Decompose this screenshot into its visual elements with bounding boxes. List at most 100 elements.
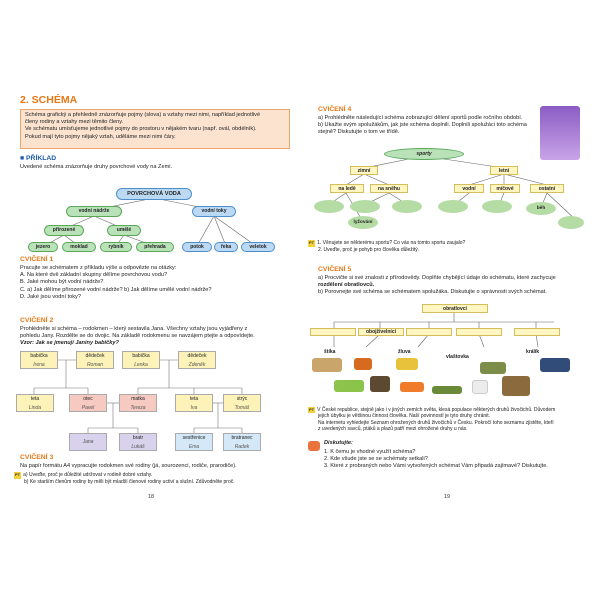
empty-box[interactable]	[406, 328, 452, 336]
exercise1-line: D. Jaké jsou vodní toky?	[20, 293, 81, 300]
other-sport-node: ostatní	[530, 184, 564, 193]
empty-box[interactable]	[310, 328, 356, 336]
discussion-icon	[308, 441, 320, 451]
sport-root-node: sporty	[384, 148, 464, 160]
squirrel-image	[354, 358, 372, 370]
member-role: bratranec	[231, 435, 253, 441]
leaf-pond: rybník	[100, 242, 132, 252]
natural-node: přirozené	[44, 225, 84, 236]
member-name: Iva	[190, 404, 198, 411]
fish-image	[312, 358, 342, 372]
discussion-list: 1. K čemu je vhodné využít schéma? 2. Kd…	[324, 449, 588, 471]
frog-image	[334, 380, 364, 392]
exercise1-line: A. Na které dvě základní skupiny dělíme …	[20, 272, 168, 279]
empty-ellipse[interactable]	[350, 200, 380, 213]
definition-line: Ve schématu umísťujeme jednotlivé pojmy …	[25, 126, 257, 133]
swallow-image	[540, 358, 570, 372]
exercise4-heading: CVIČENÍ 4	[318, 106, 352, 113]
pt-line: 2. Uveďte, proč je pohyb pro člověka důl…	[318, 246, 420, 253]
exercise1-line: C. a) Jak dělíme přirozené vodní nádrže?…	[20, 286, 212, 293]
member-role: sestřenice	[182, 435, 206, 441]
pt-badge-icon: PT	[14, 472, 22, 479]
leaf-brook: potok	[182, 242, 212, 252]
member-name: Jana	[82, 439, 94, 445]
family-tree-lines	[33, 359, 243, 433]
leaf-lake: jezero	[28, 242, 58, 252]
endangered-line: Na internetu vyhledejte Seznam ohroženýc…	[318, 419, 554, 426]
exercise2-line: pohledu Jany. Rozdělte se do dvojic. Na …	[20, 333, 255, 340]
member-name: Lukáš	[131, 443, 145, 450]
skater-image	[540, 106, 580, 160]
exercise5-line: rozdělení obratlovců.	[318, 282, 375, 289]
member-name: Lenka	[134, 361, 148, 368]
member-name: Pavel	[81, 404, 95, 411]
pt-line: a) Uveďte, proč je důležité udržovat v r…	[23, 472, 153, 478]
definition-line: členy rodiny a vztahy mezi těmito členy.	[25, 119, 124, 126]
lizard-image	[480, 362, 506, 374]
example-heading-text: PŘÍKLAD	[26, 155, 57, 162]
amphibian-box: obojživelníci	[358, 328, 404, 336]
leaf-dam: přehrada	[136, 242, 174, 252]
empty-ellipse[interactable]	[482, 200, 512, 213]
leaf-bigriver: veletok	[241, 242, 275, 252]
example-text: Uvedené schéma znázorňuje druhy povrchov…	[20, 164, 173, 170]
empty-ellipse[interactable]	[314, 200, 344, 213]
empty-ellipse[interactable]	[438, 200, 468, 213]
left-page: 2. SCHÉMA Schéma grafický a přehledně zn…	[14, 92, 298, 512]
member-name: Radek	[234, 443, 250, 450]
leaf-swamp: moklad	[62, 242, 96, 252]
pt-line: b) Ke starším členům rodiny by měli být …	[24, 478, 235, 485]
exercise5-text: a) Procvičte si své znalosti z přírodově…	[318, 275, 588, 297]
empty-box[interactable]	[514, 328, 560, 336]
endangered-line: jejich úbytku je většinou činnost člověk…	[318, 413, 491, 420]
member-name: Zdeněk	[188, 361, 206, 368]
member-role: matka	[131, 396, 145, 402]
empty-ellipse[interactable]	[392, 200, 422, 213]
snake-image	[432, 386, 462, 394]
discussion-item: 3. Které z probraných nebo Vámi vytvořen…	[324, 463, 548, 470]
run-ellipse: běh	[526, 202, 556, 215]
ball-sport-node: míčové	[490, 184, 520, 193]
exercise4-line: a) Prohlédněte následující schéma zobraz…	[318, 115, 523, 121]
exercise4-text: a) Prohlédněte následující schéma zobraz…	[318, 115, 538, 137]
section-title: 2. SCHÉMA	[20, 94, 78, 106]
exercise5-line: a) Procvičte si své znalosti z přírodově…	[318, 275, 556, 281]
rabbit-image	[472, 380, 488, 394]
member-role: teta	[30, 396, 40, 402]
vertebrate-root: obratlovci	[422, 304, 488, 313]
pt-badge-icon: PT	[308, 240, 316, 247]
vertebrate-lines	[333, 312, 554, 348]
page-number-left: 18	[148, 494, 154, 500]
ski-ellipse: lyžování	[348, 216, 378, 229]
empty-ellipse[interactable]	[558, 216, 584, 229]
member-role: teta	[189, 396, 199, 402]
exercise4-line: b) Ukažte svým spolužákům, jak jste sché…	[318, 122, 527, 129]
water-sport-node: vodní	[454, 184, 484, 193]
member-role: dědeček	[85, 353, 105, 359]
page-number-right: 19	[444, 494, 450, 500]
right-page: CVIČENÍ 4 a) Prohlédněte následující sch…	[304, 92, 588, 512]
pt-line: 1. Věnujete se některému sportu? Co vás …	[317, 240, 466, 246]
endangered-line: z uvedených savců, ptáků a plazů patří m…	[318, 425, 468, 432]
family-member-jana: Jana	[69, 433, 107, 451]
exercise4-line: stejně? Diskutujte o tom ve třídě.	[318, 129, 400, 136]
bulb-icon: ■	[20, 155, 26, 162]
artificial-node: umělé	[107, 225, 141, 236]
salamander-image	[400, 382, 424, 392]
empty-box[interactable]	[456, 328, 502, 336]
toad-image	[370, 376, 390, 392]
endangered-line: V České republice, stejně jako i v jinýc…	[317, 407, 556, 413]
definition-box: Schéma grafický a přehledně znázorňuje p…	[20, 109, 290, 149]
leaf-river: řeka	[214, 242, 238, 252]
exercise3-heading: CVIČENÍ 3	[20, 454, 54, 461]
